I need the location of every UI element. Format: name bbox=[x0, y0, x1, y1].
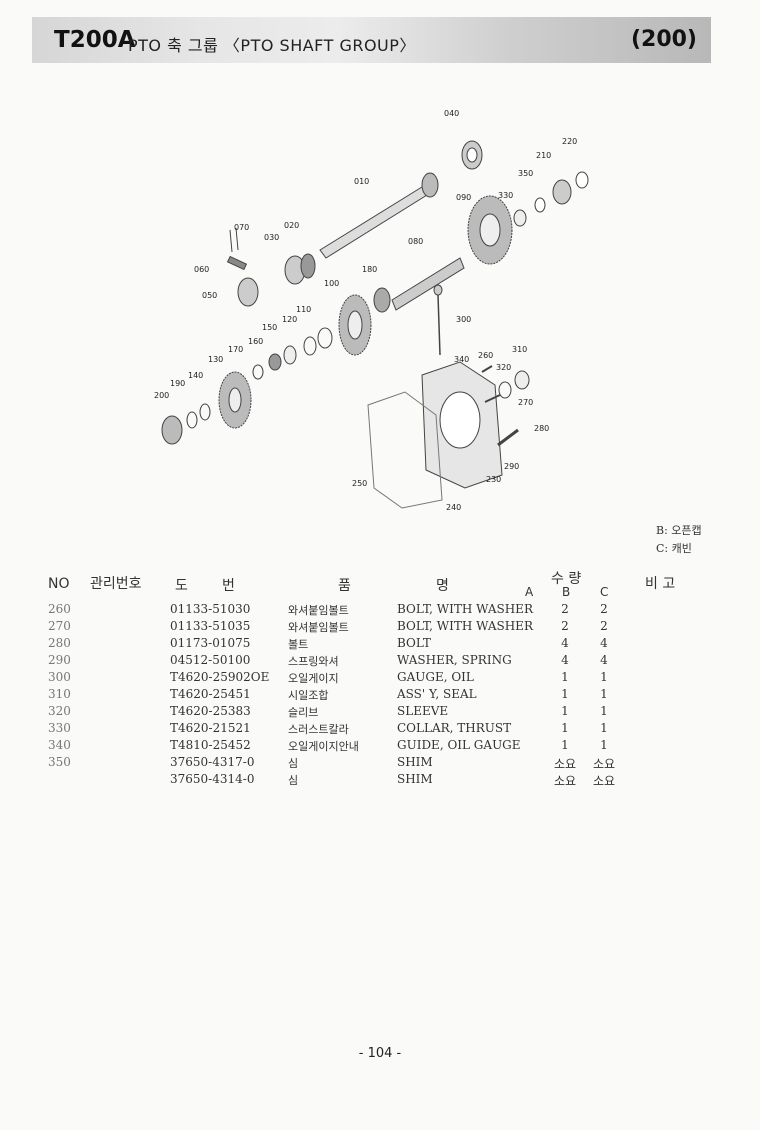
callout-300: 300 bbox=[456, 315, 471, 324]
header-a: A bbox=[525, 585, 534, 599]
callout-350: 350 bbox=[518, 169, 533, 178]
callout-330: 330 bbox=[498, 191, 513, 200]
callout-180: 180 bbox=[362, 265, 377, 274]
callout-160: 160 bbox=[248, 337, 263, 346]
header-qty: 수 량 bbox=[551, 571, 582, 587]
gasket-240 bbox=[367, 391, 443, 509]
header-remark: 비 고 bbox=[645, 576, 676, 592]
callout-220: 220 bbox=[562, 137, 577, 146]
diagram-drawing bbox=[161, 140, 589, 509]
header-name-2: 명 bbox=[436, 578, 449, 594]
callout-070: 070 bbox=[234, 223, 249, 232]
callout-060: 060 bbox=[194, 265, 209, 274]
callout-260: 260 bbox=[478, 351, 493, 360]
callout-200: 200 bbox=[154, 391, 169, 400]
shaft-080 bbox=[391, 257, 465, 311]
bearing-210 bbox=[552, 179, 572, 205]
page-number: - 104 - bbox=[358, 1046, 402, 1061]
callout-280: 280 bbox=[534, 424, 549, 433]
callout-170: 170 bbox=[228, 345, 243, 354]
key-060 bbox=[226, 255, 248, 271]
group-code: (200) bbox=[630, 27, 697, 52]
seal-310 bbox=[514, 370, 530, 390]
table-header: NO 관리번호 도 번 품 명 수 량 A B C 비 고 bbox=[0, 568, 760, 602]
callout-340: 340 bbox=[454, 355, 469, 364]
ring-220 bbox=[575, 171, 589, 189]
callout-030: 030 bbox=[264, 233, 279, 242]
sleeve-320 bbox=[498, 381, 512, 399]
coupling-200 bbox=[161, 415, 183, 445]
model-code: T200A bbox=[54, 27, 136, 53]
callout-250: 250 bbox=[352, 479, 367, 488]
shaft-010 bbox=[319, 181, 436, 259]
callout-040: 040 bbox=[444, 109, 459, 118]
group-title: PTO 축 그룹 〈PTO SHAFT GROUP〉 bbox=[128, 36, 416, 55]
header-name-1: 품 bbox=[338, 578, 351, 594]
header-part-2: 번 bbox=[222, 578, 235, 594]
header-part-1: 도 bbox=[175, 578, 188, 594]
callout-240: 240 bbox=[446, 503, 461, 512]
bearing-050 bbox=[237, 277, 259, 307]
callout-050: 050 bbox=[202, 291, 217, 300]
header-no: NO bbox=[48, 576, 70, 592]
callout-080: 080 bbox=[408, 237, 423, 246]
callout-130: 130 bbox=[208, 355, 223, 364]
callout-140: 140 bbox=[188, 371, 203, 380]
callout-210: 210 bbox=[536, 151, 551, 160]
collar-330 bbox=[513, 209, 527, 227]
callout-090: 090 bbox=[456, 193, 471, 202]
callout-310: 310 bbox=[512, 345, 527, 354]
callout-190: 190 bbox=[170, 379, 185, 388]
callout-290: 290 bbox=[504, 462, 519, 471]
callout-150: 150 bbox=[262, 323, 277, 332]
bearing-180 bbox=[373, 287, 391, 313]
gear-020 bbox=[300, 253, 316, 279]
callout-270: 270 bbox=[518, 398, 533, 407]
spline-010 bbox=[421, 172, 439, 198]
callout-100: 100 bbox=[324, 279, 339, 288]
callout-110: 110 bbox=[296, 305, 311, 314]
page-header: T200A PTO 축 그룹 〈PTO SHAFT GROUP〉 (200) bbox=[32, 17, 711, 63]
callout-020: 020 bbox=[284, 221, 299, 230]
legend-c: C: 캐빈 bbox=[656, 542, 692, 555]
header-b: B bbox=[562, 585, 571, 599]
oil-gauge-300 bbox=[437, 294, 441, 356]
header-mgmt: 관리번호 bbox=[90, 576, 142, 592]
callout-010: 010 bbox=[354, 177, 369, 186]
legend-b: B: 오픈캡 bbox=[656, 524, 702, 537]
callout-230: 230 bbox=[486, 475, 501, 484]
callout-120: 120 bbox=[282, 315, 297, 324]
callout-320: 320 bbox=[496, 363, 511, 372]
header-c: C bbox=[600, 585, 609, 599]
shim-350 bbox=[534, 197, 546, 213]
bolt-280 bbox=[497, 428, 519, 447]
